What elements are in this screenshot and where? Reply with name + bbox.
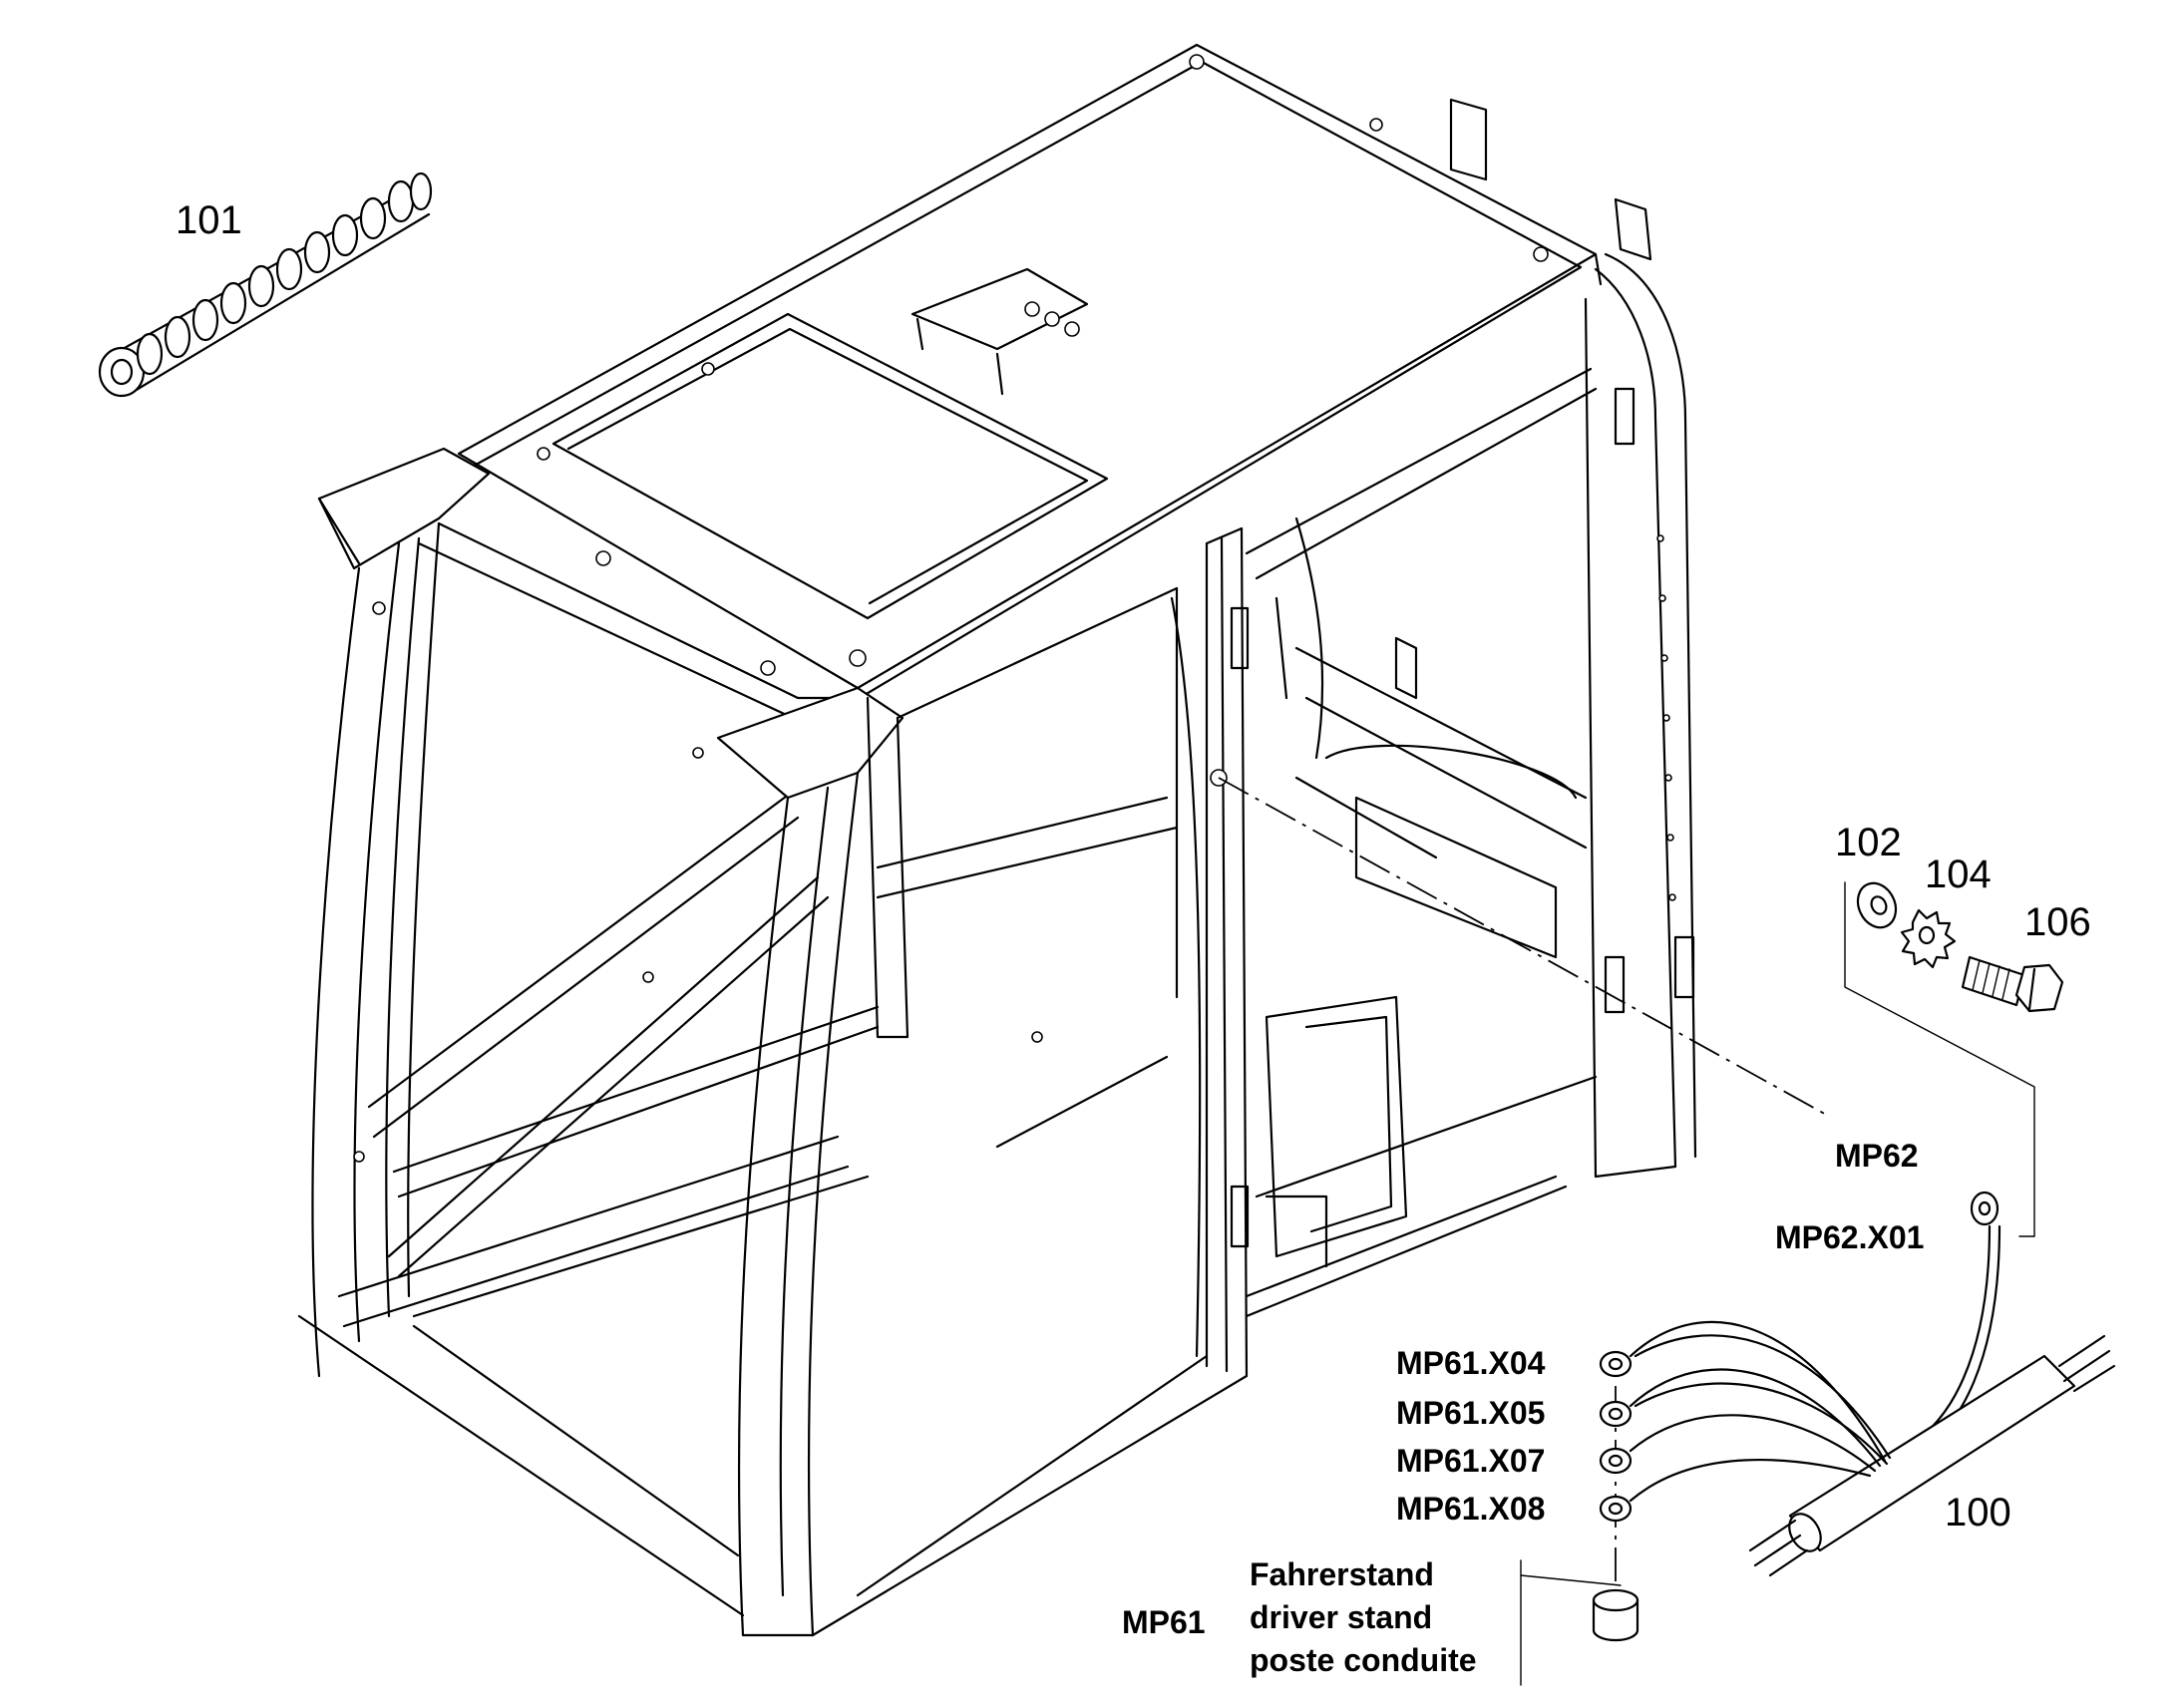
spiral-cable-wrap (98, 171, 433, 398)
washer (1856, 881, 1898, 929)
callout-101: 101 (176, 198, 242, 242)
callout-100: 100 (1945, 1491, 2011, 1535)
ground-stud (1592, 1588, 1639, 1642)
location-en: driver stand (1250, 1599, 1432, 1635)
cab-frame (297, 43, 1697, 1637)
callout-106: 106 (2024, 900, 2091, 944)
callout-104: 104 (1925, 853, 1992, 896)
bolt (1961, 955, 2064, 1013)
callout-102: 102 (1835, 821, 1902, 864)
location-de: Fahrerstand (1250, 1556, 1434, 1592)
pillar-holes (1656, 534, 1676, 901)
lock-washer (1900, 908, 1957, 969)
label-mp61-x07: MP61.X07 (1396, 1443, 1545, 1479)
label-mp61: MP61 (1122, 1604, 1206, 1640)
location-fr: poste conduite (1250, 1642, 1477, 1678)
label-mp62: MP62 (1835, 1138, 1919, 1174)
wire-harness (1599, 1191, 2116, 1577)
label-mp61-x05: MP61.X05 (1396, 1395, 1545, 1431)
label-mp61-x08: MP61.X08 (1396, 1491, 1545, 1527)
label-mp62-x01: MP62.X01 (1775, 1219, 1924, 1255)
label-mp61-x04: MP61.X04 (1396, 1345, 1546, 1381)
